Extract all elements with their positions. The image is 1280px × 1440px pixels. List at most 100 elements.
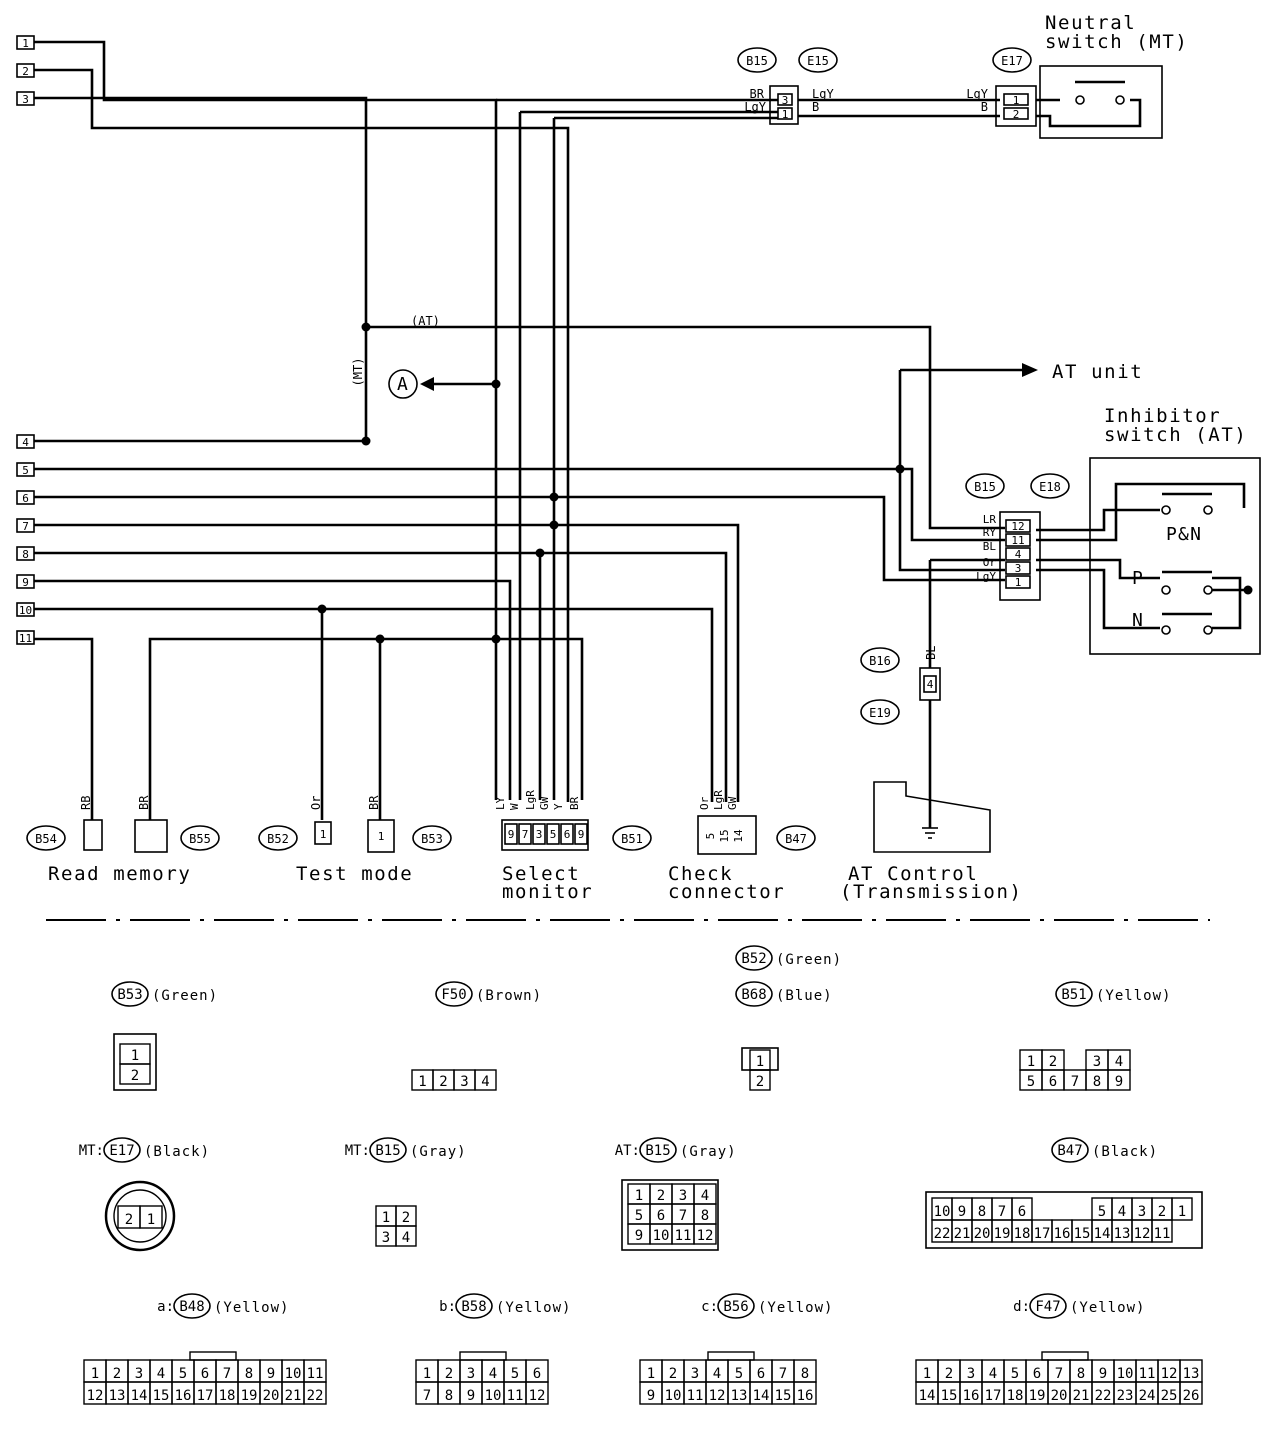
pin-cell bbox=[139, 1205, 163, 1229]
pin-cell bbox=[303, 1381, 327, 1405]
svg-text:1: 1 bbox=[320, 828, 327, 841]
b15-e18-connector: B15 E18 12 11 4 3 1 LR RY BL Or LgY bbox=[965, 473, 1070, 601]
svg-text:BR: BR bbox=[367, 795, 381, 810]
pin-number: 11 bbox=[1139, 1366, 1156, 1382]
svg-text:BL: BL bbox=[924, 646, 938, 660]
read-memory: B54 RB BR B55 Read memory bbox=[26, 795, 220, 885]
pin-number: 3 bbox=[691, 1366, 699, 1382]
b53-caption: B53(Green) bbox=[111, 981, 218, 1007]
view-prefix: MT: bbox=[345, 1143, 370, 1159]
pin-number: 5 bbox=[1011, 1366, 1019, 1382]
pin-number: 7 bbox=[1071, 1074, 1079, 1090]
svg-text:9: 9 bbox=[22, 576, 29, 589]
svg-text:GW: GW bbox=[538, 796, 551, 810]
svg-text:P&N: P&N bbox=[1166, 524, 1202, 545]
svg-text:9: 9 bbox=[508, 828, 515, 841]
f47-caption: d:F47(Yellow) bbox=[1013, 1293, 1144, 1319]
svg-text:Neutral: Neutral bbox=[1045, 12, 1136, 34]
svg-text:Or: Or bbox=[698, 796, 711, 810]
svg-text:B54: B54 bbox=[35, 832, 57, 846]
svg-text:LgY: LgY bbox=[812, 87, 834, 101]
at-unit-label: AT unit bbox=[1052, 361, 1143, 383]
pin-number: 7 bbox=[423, 1388, 431, 1404]
svg-text:BR: BR bbox=[750, 87, 765, 101]
pin-number: 7 bbox=[998, 1204, 1006, 1220]
svg-text:AT Control: AT Control bbox=[848, 863, 978, 885]
view-color: (Green) bbox=[776, 952, 842, 968]
view-color: (Green) bbox=[152, 988, 218, 1004]
wire-7 bbox=[34, 523, 740, 802]
terminal-4: 4 bbox=[16, 434, 35, 449]
pin-cell bbox=[474, 1069, 497, 1091]
pin-number: 25 bbox=[1161, 1388, 1178, 1404]
pin-number: 6 bbox=[533, 1366, 541, 1382]
pin-number: 3 bbox=[460, 1074, 468, 1090]
svg-text:15: 15 bbox=[718, 829, 731, 842]
pin-number: 15 bbox=[941, 1388, 958, 1404]
svg-text:B51: B51 bbox=[621, 832, 643, 846]
b68-pins: 12 bbox=[749, 1049, 771, 1091]
svg-text:2: 2 bbox=[22, 65, 29, 78]
b15-e15-connector: B15 E15 3 1 BR LgY LgY B bbox=[737, 47, 838, 125]
view-id: B58 bbox=[461, 1299, 486, 1315]
b51-caption: B51(Yellow) bbox=[1055, 981, 1170, 1007]
view-color: (Black) bbox=[144, 1144, 210, 1160]
f50-caption: F50(Brown) bbox=[435, 981, 541, 1007]
b68-caption: B68(Blue) bbox=[735, 981, 832, 1007]
view-id: B56 bbox=[723, 1299, 748, 1315]
svg-text:LgY: LgY bbox=[966, 87, 988, 101]
b47-caption: B47(Black) bbox=[1051, 1137, 1157, 1163]
pin-number: 20 bbox=[974, 1226, 991, 1242]
view-id: B48 bbox=[179, 1299, 204, 1315]
wire-9 bbox=[34, 579, 512, 800]
svg-text:4: 4 bbox=[22, 436, 29, 449]
pin-number: 2 bbox=[445, 1366, 453, 1382]
b16-e19-connector: B16 E19 4 BL bbox=[860, 646, 941, 725]
svg-text:14: 14 bbox=[732, 829, 745, 843]
pin-number: 8 bbox=[445, 1388, 453, 1404]
svg-text:GW: GW bbox=[726, 796, 739, 810]
pin-number: 20 bbox=[1051, 1388, 1068, 1404]
circle-a: A bbox=[388, 369, 418, 399]
pin-number: 19 bbox=[241, 1388, 258, 1404]
terminal-column: 1 2 3 4 5 6 7 8 9 10 11 bbox=[16, 35, 35, 645]
pin-number: 4 bbox=[157, 1366, 165, 1382]
pin-number: 12 bbox=[87, 1388, 104, 1404]
svg-text:7: 7 bbox=[22, 520, 29, 533]
svg-text:LgR: LgR bbox=[524, 790, 537, 810]
terminal-8: 8 bbox=[16, 546, 35, 561]
pin-number: 2 bbox=[439, 1074, 447, 1090]
pin-cell bbox=[693, 1223, 717, 1245]
pin-number: 8 bbox=[801, 1366, 809, 1382]
svg-text:P: P bbox=[1132, 568, 1144, 589]
svg-text:A: A bbox=[397, 374, 409, 395]
view-id: B15 bbox=[645, 1143, 670, 1159]
pin-number: 9 bbox=[267, 1366, 275, 1382]
pin-number: 16 bbox=[1054, 1226, 1071, 1242]
pin-number: 9 bbox=[958, 1204, 966, 1220]
pin-cell bbox=[1107, 1069, 1131, 1091]
pin-number: 3 bbox=[1138, 1204, 1146, 1220]
pin-number: 11 bbox=[507, 1388, 524, 1404]
pin-number: 21 bbox=[1073, 1388, 1090, 1404]
svg-text:5: 5 bbox=[22, 464, 29, 477]
pin-number: 4 bbox=[989, 1366, 997, 1382]
pin-number: 16 bbox=[797, 1388, 814, 1404]
view-id: F47 bbox=[1035, 1299, 1060, 1315]
svg-text:E17: E17 bbox=[1001, 54, 1023, 68]
svg-text:1: 1 bbox=[22, 37, 29, 50]
pin-number: 14 bbox=[131, 1388, 148, 1404]
svg-text:LY: LY bbox=[494, 796, 507, 810]
pin-number: 20 bbox=[263, 1388, 280, 1404]
pin-number: 17 bbox=[197, 1388, 214, 1404]
pin-cell bbox=[793, 1381, 817, 1405]
svg-text:switch (MT): switch (MT) bbox=[1045, 31, 1188, 53]
pin-number: 1 bbox=[923, 1366, 931, 1382]
pin-cell bbox=[119, 1063, 151, 1085]
pin-number: 1 bbox=[1178, 1204, 1186, 1220]
svg-text:B47: B47 bbox=[785, 832, 807, 846]
view-color: (Yellow) bbox=[758, 1300, 833, 1316]
view-prefix: a: bbox=[157, 1299, 174, 1315]
pin-number: 2 bbox=[131, 1068, 139, 1084]
